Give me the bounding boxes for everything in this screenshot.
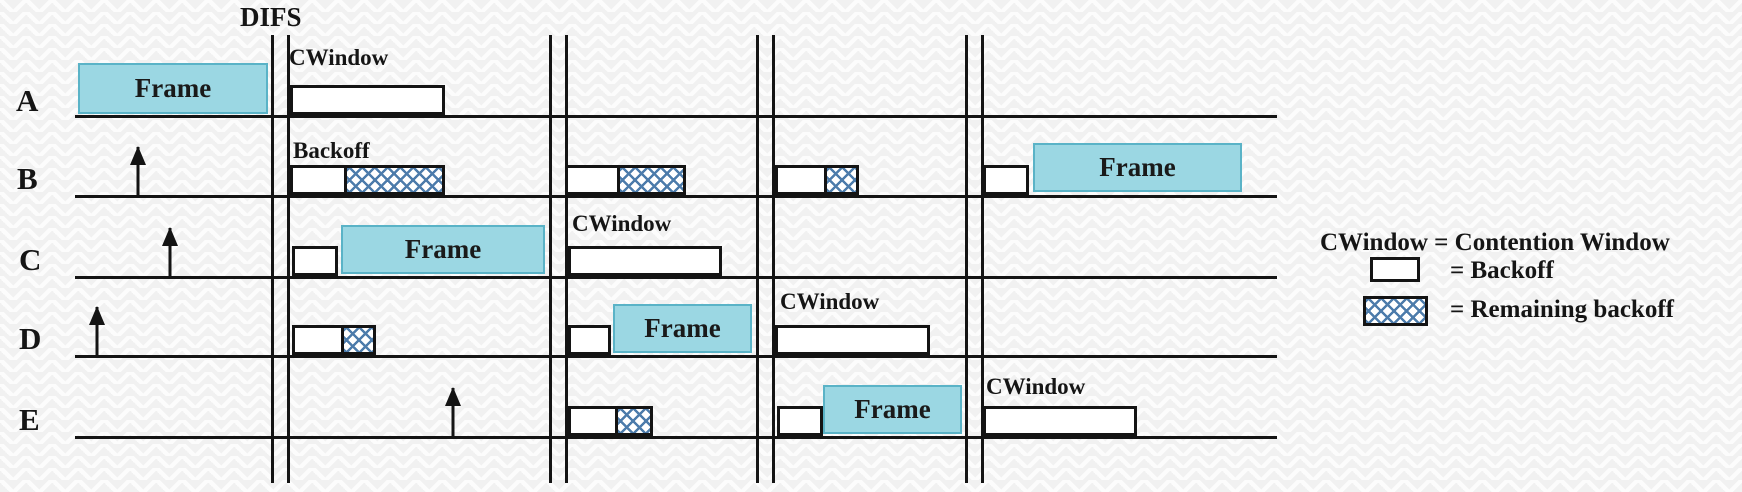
frame-block-a: Frame: [78, 63, 268, 114]
timeline-b: [75, 195, 1277, 198]
backoff-used-box-b2: [565, 165, 620, 195]
contention-window-box-c: [568, 246, 722, 276]
backoff-used-box-d2: [568, 325, 611, 355]
legend-contention-window: CWindow = Contention Window: [1320, 229, 1670, 256]
difs-boundary-1-right: [287, 35, 290, 483]
station-label-d: D: [19, 321, 42, 356]
station-label-e: E: [19, 402, 40, 437]
remaining-backoff-box-b1: [344, 165, 445, 195]
difs-boundary-3-right: [772, 35, 775, 483]
cwindow-label-d: CWindow: [780, 289, 880, 314]
station-label-b: B: [17, 161, 38, 196]
remaining-backoff-box-d1: [341, 325, 376, 355]
legend-remaining-backoff-swatch: [1363, 296, 1428, 326]
difs-boundary-2-right: [565, 35, 568, 483]
backoff-used-box-b3: [775, 165, 827, 195]
arrow-head: [445, 387, 461, 406]
remaining-backoff-box-e1: [615, 406, 653, 436]
difs-boundary-4-right: [981, 35, 984, 483]
difs-label: DIFS: [240, 2, 302, 32]
difs-boundary-3-left: [756, 35, 759, 483]
timeline-e: [75, 436, 1277, 439]
backoff-used-box-b1: [290, 165, 347, 195]
backoff-used-box-e1: [568, 406, 618, 436]
timeline-c: [75, 276, 1277, 279]
timeline-d: [75, 355, 1277, 358]
arrival-arrow-icon-b: [130, 146, 146, 195]
legend-remaining-backoff: = Remaining backoff: [1450, 296, 1674, 323]
frame-block-b: Frame: [1033, 143, 1242, 192]
arrival-arrow-icon-d: [89, 306, 105, 355]
difs-boundary-4-left: [965, 35, 968, 483]
arrow-shaft: [451, 388, 455, 436]
contention-window-box-d: [775, 325, 930, 355]
frame-block-d: Frame: [613, 304, 752, 353]
backoff-used-box-e2: [777, 406, 823, 436]
backoff-used-box-c1: [292, 246, 338, 276]
station-label-a: A: [16, 83, 39, 118]
arrow-shaft: [95, 307, 99, 355]
difs-boundary-2-left: [549, 35, 552, 483]
contention-window-box-a: [290, 85, 445, 115]
legend-backoff-swatch: [1370, 257, 1420, 282]
backoff-used-box-d1: [292, 325, 344, 355]
arrow-head: [130, 146, 146, 165]
remaining-backoff-box-b3: [824, 165, 859, 195]
arrow-head: [89, 306, 105, 325]
timeline-a: [75, 115, 1277, 118]
difs-boundary-1-left: [271, 35, 274, 483]
backoff-label-b: Backoff: [293, 138, 370, 163]
legend-backoff: = Backoff: [1450, 257, 1554, 284]
arrow-head: [162, 227, 178, 246]
backoff-used-box-b4: [983, 165, 1029, 195]
cwindow-label-a: CWindow: [289, 45, 389, 70]
frame-block-e: Frame: [823, 385, 962, 434]
arrival-arrow-icon-c: [162, 227, 178, 276]
contention-window-box-e: [983, 406, 1137, 436]
arrow-shaft: [136, 147, 140, 195]
cwindow-label-e: CWindow: [986, 374, 1086, 399]
frame-block-c: Frame: [341, 225, 545, 274]
station-label-c: C: [19, 242, 42, 277]
cwindow-label-c: CWindow: [572, 211, 672, 236]
arrow-shaft: [168, 228, 172, 276]
remaining-backoff-box-b2: [617, 165, 686, 195]
arrival-arrow-icon-e: [445, 387, 461, 436]
